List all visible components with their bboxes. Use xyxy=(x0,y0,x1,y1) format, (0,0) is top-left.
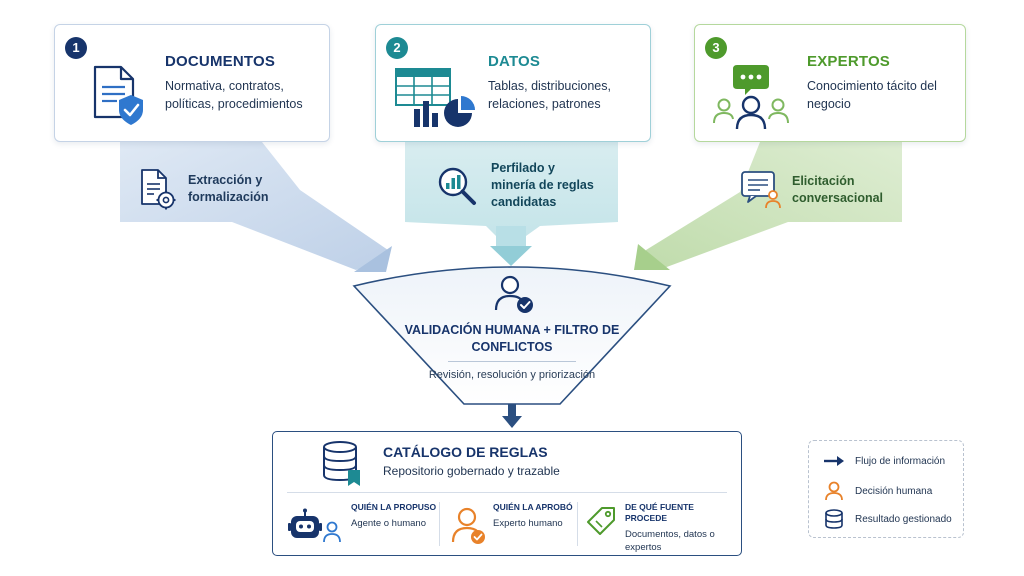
catalog-separator xyxy=(287,492,727,493)
process-step-label: Elicitación conversacional xyxy=(792,174,884,205)
provenance-source: DE QUÉ FUENTE PROCEDE Documentos, datos … xyxy=(587,500,737,553)
approved-person-icon xyxy=(494,275,533,313)
provenance-heading: QUIÉN LA APROBÓ xyxy=(493,502,573,512)
provenance-divider xyxy=(439,502,440,546)
source-title: DOCUMENTOS xyxy=(165,53,276,70)
flow-band-expertos xyxy=(646,142,902,268)
catalog-title: CATÁLOGO DE REGLAS xyxy=(383,444,548,460)
flow-arrowhead-catalog xyxy=(502,416,522,428)
step-number-badge: 2 xyxy=(386,37,408,59)
legend-item-human: Decisión humana xyxy=(823,481,932,501)
provenance-heading: DE QUÉ FUENTE PROCEDE xyxy=(625,502,694,523)
document-shield-icon xyxy=(93,65,143,125)
flow-band-documentos xyxy=(120,142,388,270)
database-ribbon-icon xyxy=(323,441,360,486)
provenance-approver: QUIÉN LA APROBÓ Experto humano xyxy=(451,500,581,552)
provenance-divider xyxy=(577,502,578,546)
legend-label: Flujo de información xyxy=(855,455,946,467)
chat-person-icon xyxy=(741,171,781,209)
source-card-documentos: 1 DOCUMENTOS Normativa, contratos, polít… xyxy=(54,24,330,142)
provenance-text: Agente o humano xyxy=(351,518,427,529)
rules-catalog-box: CATÁLOGO DE REGLAS Repositorio gobernado… xyxy=(272,431,742,556)
source-description: Normativa, contratos, políticas, procedi… xyxy=(165,79,303,111)
legend-label: Resultado gestionado xyxy=(855,513,952,525)
funnel-divider xyxy=(448,361,576,362)
flow-band-datos xyxy=(405,142,618,236)
step-number-badge: 3 xyxy=(705,37,727,59)
source-description: Conocimiento tácito del negocio xyxy=(807,79,937,111)
flow-stem-datos xyxy=(496,226,526,248)
catalog-subtitle: Repositorio gobernado y trazable xyxy=(383,464,560,478)
funnel-title: VALIDACIÓN HUMANA + FILTRO DE CONFLICTOS xyxy=(404,323,620,354)
source-title: DATOS xyxy=(488,53,541,70)
approver-person-icon xyxy=(451,507,485,544)
arrow-icon xyxy=(824,456,844,466)
process-step-label: Perfilado y minería de reglas candidatas xyxy=(491,161,594,209)
flow-stem-catalog xyxy=(508,404,516,418)
legend-label: Decisión humana xyxy=(855,485,933,497)
provenance-text: Documentos, datos o expertos xyxy=(625,529,715,553)
robot-person-icon xyxy=(288,508,341,543)
magnifier-chart-icon xyxy=(438,167,476,205)
provenance-heading: QUIÉN LA PROPUSO xyxy=(351,502,437,512)
funnel-description: Revisión, resolución y priorización xyxy=(428,369,596,381)
provenance-proposer: QUIÉN LA PROPUSO Agente o humano xyxy=(287,500,437,552)
source-description: Tablas, distribuciones, relaciones, patr… xyxy=(488,79,611,111)
process-step-label: Extracción y formalización xyxy=(188,173,269,204)
step-number-badge: 1 xyxy=(65,37,87,59)
document-gear-icon xyxy=(141,169,176,210)
legend-box: Flujo de información Decisión humana Res… xyxy=(808,440,964,538)
person-icon xyxy=(825,481,843,501)
legend-item-result: Resultado gestionado xyxy=(823,509,952,529)
flow-arrowhead-documentos xyxy=(354,246,392,272)
source-card-expertos: 3 EXPERTOS Conocimiento tácito del negoc… xyxy=(694,24,966,142)
tag-icon xyxy=(587,507,615,535)
process-step-extraccion: Extracción y formalización xyxy=(138,168,298,210)
experts-chat-icon xyxy=(713,65,789,130)
source-card-datos: 2 DATOS Tablas, distribuciones, relacion… xyxy=(375,24,651,142)
flow-arrowhead-expertos xyxy=(634,244,670,270)
flow-arrowhead-datos xyxy=(490,246,532,266)
validation-funnel xyxy=(352,266,672,405)
database-icon xyxy=(825,509,843,529)
process-step-perfilado: Perfilado y minería de reglas candidatas xyxy=(437,160,601,211)
source-title: EXPERTOS xyxy=(807,53,891,70)
provenance-text: Experto humano xyxy=(493,518,563,529)
legend-item-flow: Flujo de información xyxy=(823,455,945,467)
process-step-elicitacion: Elicitación conversacional xyxy=(740,170,902,210)
table-chart-icon xyxy=(395,68,475,127)
